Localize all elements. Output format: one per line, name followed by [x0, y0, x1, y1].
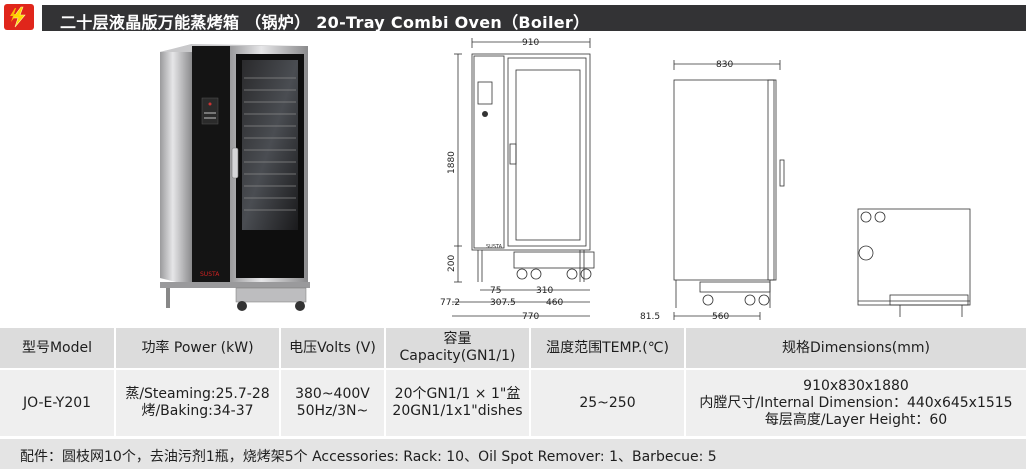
dim-770: 770: [522, 312, 539, 322]
product-photo: SUSTA: [160, 44, 310, 311]
header-bar: 二十层液晶版万能蒸烤箱 （锅炉） 20-Tray Combi Oven（Boil…: [0, 0, 1026, 34]
logo-badge: [4, 4, 34, 30]
header-volts: 电压Volts (V): [280, 328, 386, 369]
dim-460: 460: [546, 298, 563, 308]
top-view-drawing: [857, 208, 971, 317]
front-leg-label: 200: [447, 255, 457, 272]
header-model: 型号Model: [0, 328, 116, 369]
front-view-drawing: SUSTA 910 1880 200 75 310 77.2 307.5 460…: [440, 38, 595, 322]
cell-dimensions: 910x830x1880 内膛尺寸/Internal Dimension：440…: [685, 368, 1026, 436]
table-row: JO-E-Y201 蒸/Steaming:25.7-28 烤/Baking:34…: [0, 368, 1026, 436]
header-power: 功率 Power (kW): [115, 328, 281, 369]
front-width-label: 910: [522, 38, 539, 48]
dim-77-2: 77.2: [440, 298, 460, 308]
accessories-row: 配件：圆枝网10个，去油污剂1瓶，烧烤架5个 Accessories: Rack…: [0, 437, 1026, 469]
cell-model: JO-E-Y201: [0, 368, 116, 436]
header-temp: 温度范围TEMP.(℃): [530, 328, 686, 369]
dim-81-5: 81.5: [640, 312, 660, 322]
header-capacity-cn: 容量: [443, 331, 472, 347]
title-band: 二十层液晶版万能蒸烤箱 （锅炉） 20-Tray Combi Oven（Boil…: [42, 5, 1026, 32]
cell-power: 蒸/Steaming:25.7-28 烤/Baking:34-37: [115, 368, 281, 436]
page-title: 二十层液晶版万能蒸烤箱 （锅炉） 20-Tray Combi Oven（Boil…: [60, 13, 590, 32]
header-dimensions: 规格Dimensions(mm): [685, 328, 1026, 369]
accessories-text: 配件：圆枝网10个，去油污剂1瓶，烧烤架5个 Accessories: Rack…: [20, 449, 717, 465]
front-height-label: 1880: [447, 151, 457, 174]
dim-560: 560: [712, 312, 729, 322]
lightning-icon: [10, 6, 26, 28]
side-view-drawing: 830 81.5 560: [640, 60, 785, 322]
dim-75: 75: [490, 286, 501, 296]
cell-temp: 25~250: [530, 368, 686, 436]
photo-brand-label: SUSTA: [200, 271, 220, 278]
cell-volts: 380~400V 50Hz/3N~: [280, 368, 386, 436]
dim-310: 310: [536, 286, 553, 296]
cell-capacity: 20个GN1/1 × 1"盆 20GN1/1x1"dishes: [385, 368, 531, 436]
front-brand-label: SUSTA: [486, 244, 503, 250]
dim-307-5: 307.5: [490, 298, 516, 308]
side-width-label: 830: [716, 60, 733, 70]
header-capacity-en: Capacity(GN1/1): [399, 348, 516, 364]
